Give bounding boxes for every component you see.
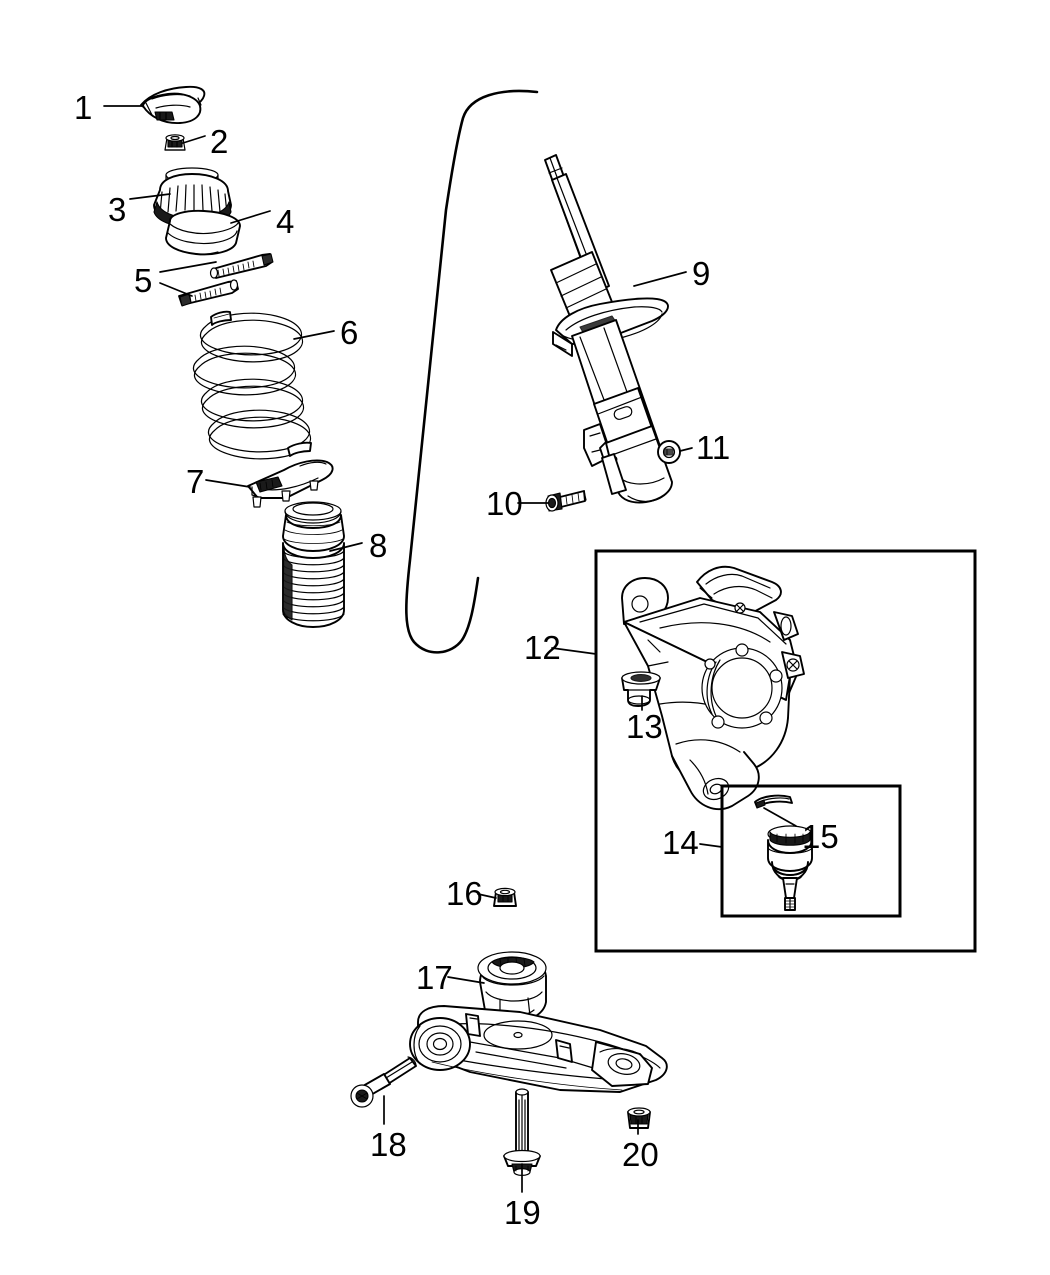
- callout-1: 1: [74, 89, 93, 126]
- part-1-strut-mount-cap: [140, 85, 206, 124]
- callout-5: 5: [134, 262, 153, 299]
- part-5-strut-mount-bolt-upper: [209, 253, 274, 279]
- callout-16: 16: [446, 875, 483, 912]
- callout-10: 10: [486, 485, 523, 522]
- callout-6: 6: [340, 314, 359, 351]
- callout-13: 13: [626, 708, 663, 745]
- part-9-strut-assembly: [544, 154, 673, 504]
- part-12-steering-knuckle: [621, 565, 805, 811]
- part-8-jounce-bumper-dust-boot: [282, 501, 345, 628]
- callout-4: 4: [276, 203, 295, 240]
- part-10-strut-to-knuckle-bolt: [545, 490, 587, 512]
- callout-11: 11: [696, 429, 731, 466]
- callout-8: 8: [369, 527, 388, 564]
- knuckle-group-box: [594, 549, 977, 953]
- part-18-control-arm-front-bolt: [350, 1056, 417, 1108]
- part-2-strut-mount-nut: [164, 134, 186, 151]
- part-17-lower-control-arm: [409, 951, 668, 1093]
- callout-9: 9: [692, 255, 711, 292]
- part-11-strut-to-knuckle-nut: [657, 440, 681, 464]
- callout-15: 15: [802, 818, 839, 855]
- part-14-lower-ball-joint: [767, 825, 813, 911]
- part-7-spring-lower-seat-isolator: [247, 459, 334, 508]
- part-6-front-coil-spring: [193, 310, 312, 460]
- callout-14: 14: [662, 824, 699, 861]
- callout-18: 18: [370, 1126, 407, 1163]
- part-13-knuckle-bushing: [621, 671, 661, 707]
- ball-joint-group-box: [720, 784, 902, 918]
- assembly-grouping-bracket: [405, 89, 539, 654]
- callout-12: 12: [524, 629, 561, 666]
- leader-lines: [103, 105, 797, 1193]
- callout-3: 3: [108, 191, 127, 228]
- callout-20: 20: [622, 1136, 659, 1173]
- part-3-strut-upper-mount-bearing: [153, 167, 241, 256]
- callout-2: 2: [210, 123, 229, 160]
- part-19-control-arm-rear-bolt: [503, 1088, 541, 1176]
- part-15-ball-joint-snap-ring: [754, 794, 793, 809]
- callout-17: 17: [416, 959, 453, 996]
- part-5-strut-mount-bolt-lower: [178, 279, 239, 307]
- part-4-spring-upper-seat-isolator: [165, 209, 241, 256]
- callout-19: 19: [504, 1194, 541, 1231]
- part-16-ball-joint-nut: [493, 887, 517, 907]
- callout-7: 7: [186, 463, 205, 500]
- part-20-control-arm-rear-nut: [627, 1107, 651, 1129]
